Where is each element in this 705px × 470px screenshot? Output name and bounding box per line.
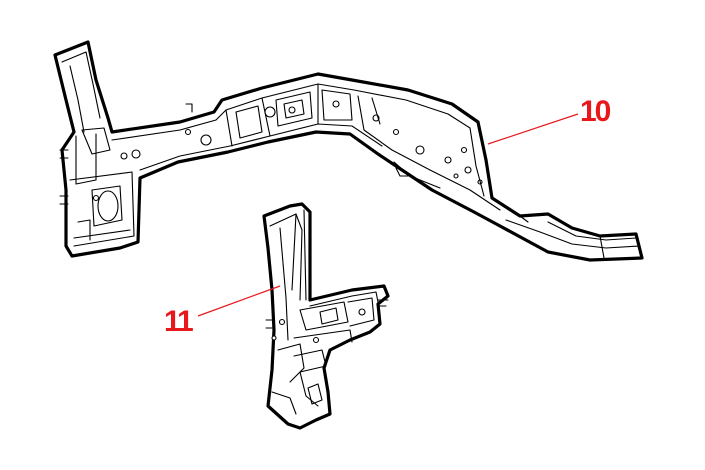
part-11-pillar-bracket — [262, 202, 390, 430]
leader-line-11 — [197, 285, 281, 317]
leader-line-10 — [487, 113, 579, 145]
callout-label-11: 11 — [164, 305, 193, 338]
part-10-side-rail — [53, 40, 644, 262]
callout-label-10: 10 — [580, 95, 611, 128]
